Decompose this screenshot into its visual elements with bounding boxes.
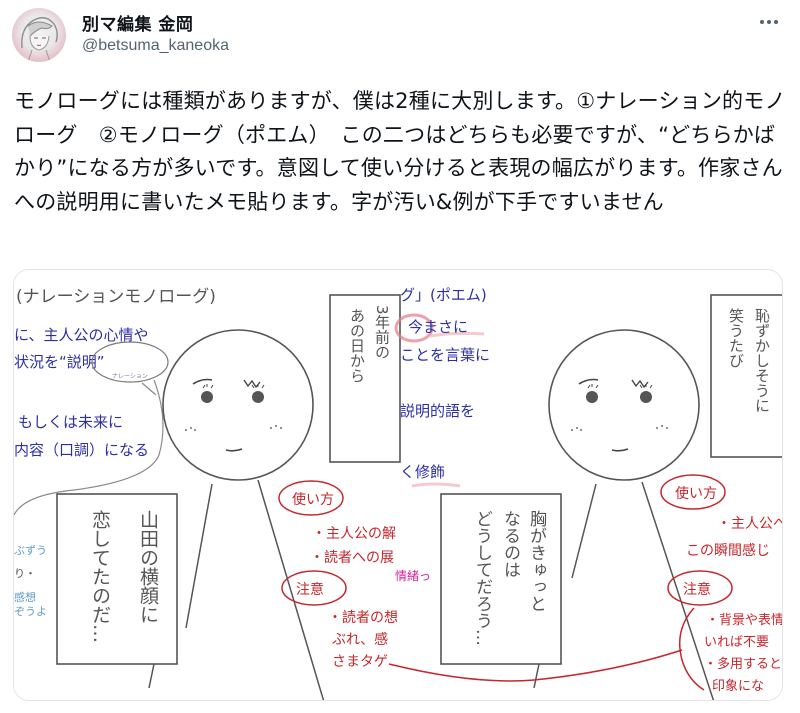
left-red-item-5: さまタゲ (332, 654, 388, 670)
right-magenta-note: 情緒っ (395, 568, 431, 583)
right-red-item-5: ・多用すると (704, 656, 782, 672)
left-box-bottom-text-1: 山田の横顔に (137, 510, 159, 624)
left-red-label-1: 使い方 (292, 491, 334, 508)
right-blue-note-1: 今まさに (408, 318, 468, 336)
right-red-item-3: ・背景や表情 (706, 613, 783, 628)
right-red-item-4: いれば不要 (704, 635, 769, 650)
more-horizontal-icon (774, 20, 778, 24)
left-box-top-text-2: あの日から (348, 308, 366, 383)
left-red-item-4: ぶれ、感 (332, 631, 388, 648)
right-blue-note-4: く修飾 (400, 463, 445, 481)
more-options-button[interactable] (752, 12, 786, 32)
left-red-item-3: ・読者の想 (328, 609, 398, 626)
more-horizontal-icon (760, 20, 764, 24)
left-edge-note-4: ぞうよ (14, 605, 47, 618)
left-blue-note-1: に、主人公の心情や (14, 326, 149, 344)
right-red-label-1: 使い方 (675, 485, 717, 502)
post-header: 別マ編集 金岡 @betsuma_kaneoka (0, 0, 800, 70)
right-blue-note-3: 説明的語を (400, 402, 475, 420)
avatar-illustration-icon (21, 17, 58, 62)
right-heading: グ」(ポエム) (400, 286, 487, 304)
left-heading: (ナレーションモノローグ) (16, 287, 216, 307)
display-name[interactable]: 別マ編集 金岡 (82, 15, 194, 35)
left-edge-note-3: 感想 (14, 590, 36, 604)
right-box-top-text-1: 恥ずかしそうに (753, 308, 771, 413)
left-edge-note-1: ぶずう (14, 544, 47, 557)
right-red-item-1: ・主人公へ (717, 516, 783, 532)
post-text: モノローグには種類がありますが、僕は2種に大別します。①ナレーション的モノローグ… (14, 89, 786, 214)
left-box-bottom-text-2: 恋してたのだ… (89, 510, 111, 643)
right-red-item-2: この瞬間感じ (686, 542, 770, 559)
more-horizontal-icon (767, 20, 771, 24)
left-edge-note-2: り・ (14, 567, 36, 580)
right-red-label-2: 注意 (683, 581, 711, 598)
post-image[interactable]: (ナレーションモノローグ) に、主人公の心情や 状況を“説明” ナレーション も… (13, 269, 783, 701)
right-box-bottom-text-2: なるのは (500, 510, 520, 578)
avatar[interactable] (12, 8, 66, 62)
right-box-top-text-2: 笑うたび (727, 308, 745, 368)
right-red-item-6: 印象にな (712, 679, 764, 694)
left-blue-note-sub: ナレーション (112, 373, 148, 380)
left-blue-note-2: 状況を“説明” (14, 353, 105, 371)
monologue-memo-sketch: (ナレーションモノローグ) に、主人公の心情や 状況を“説明” ナレーション も… (14, 270, 783, 700)
left-box-top-text-1: 3年前の (373, 305, 391, 360)
left-red-label-2: 注意 (296, 581, 324, 598)
left-red-item-1: ・主人公の解 (312, 526, 396, 542)
user-handle[interactable]: @betsuma_kaneoka (82, 37, 229, 54)
right-box-bottom-text-3: どうしてだろう… (472, 510, 492, 646)
right-box-bottom-text-1: 胸がきゅっと (526, 510, 547, 612)
right-blue-note-2: ことを言葉に (400, 346, 490, 364)
left-blue-note-3: もしくは未来に (18, 413, 123, 431)
left-blue-note-4: 内容（口調）になる (14, 441, 149, 459)
left-red-item-2: ・読者への展 (310, 549, 394, 566)
